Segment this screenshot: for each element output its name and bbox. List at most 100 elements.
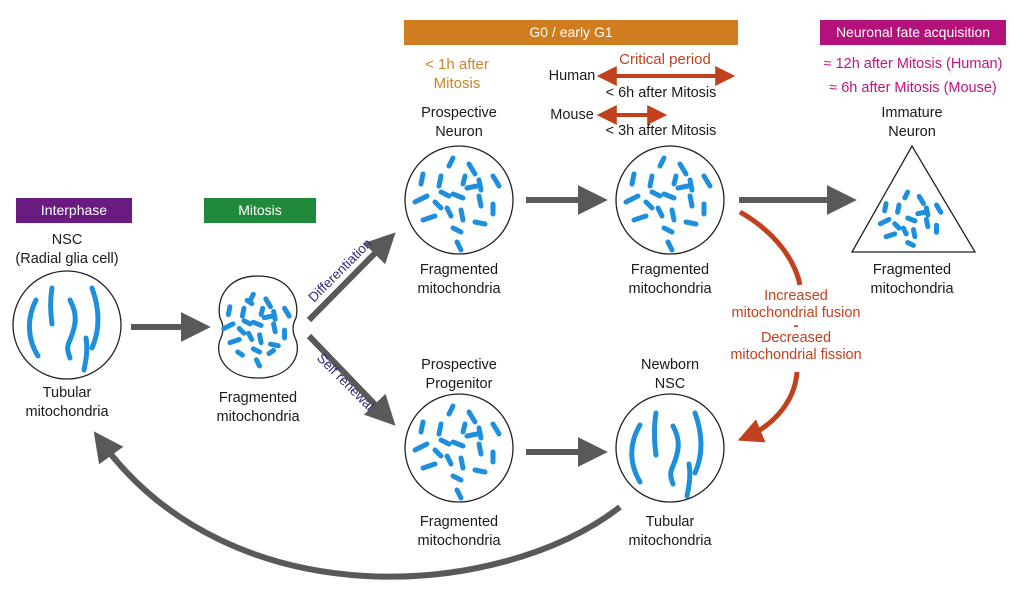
prospective-progenitor-title-line1: Prospective: [421, 357, 497, 373]
mitotic-caption-line1: Fragmented: [218, 390, 298, 406]
mitochondrion-fragment: [266, 347, 277, 357]
immature-neuron-caption-line1: Fragmented: [872, 262, 952, 278]
mitochondrion-fragment: [476, 193, 484, 209]
mitochondrion-fragment: [412, 441, 430, 453]
mitochondrion-fragment: [669, 207, 677, 223]
fusion-note-line1: Increased: [764, 288, 828, 304]
mitochondrion-fragment: [418, 419, 426, 435]
mitochondrion-fragment: [436, 173, 444, 189]
mitochondrion-fragment: [263, 296, 273, 310]
mitochondrion-fragment: [412, 193, 430, 205]
mitochondrion-fragment: [420, 213, 438, 223]
early-timing: < 1h after Mitosis: [425, 55, 489, 93]
mitochondrion-fragment: [905, 239, 916, 248]
human-label: Human: [548, 68, 596, 84]
mitochondrion-fragment: [454, 239, 464, 253]
neuron-g1-caption-line2: mitochondria: [628, 281, 712, 297]
phase-interphase: Interphase: [16, 198, 132, 223]
mitochondrion-fragment: [241, 318, 253, 327]
mitochondrion-fragment: [649, 189, 663, 199]
immature-neuron-caption-line2: mitochondria: [870, 281, 954, 297]
mitochondrion-fragment: [933, 202, 944, 215]
prospective-neuron-title: Prospective Neuron: [421, 104, 497, 142]
mitochondrion-fragment: [236, 326, 247, 336]
nsc-title-line1: NSC: [51, 232, 83, 248]
mitochondrion-fragment: [892, 221, 902, 231]
arrow-differentiation: [306, 232, 396, 323]
mitochondrion-fragment: [250, 346, 263, 355]
nsc-caption-line2: mitochondria: [25, 404, 109, 420]
immature-neuron-cell: [850, 144, 977, 253]
nsc-caption-line1: Tubular: [42, 385, 92, 401]
early-timing-line1: < 1h after: [425, 56, 489, 73]
mitochondrion-fragment: [661, 191, 677, 201]
mitochondrion-fragment: [244, 297, 255, 307]
fusion-note-separator: -: [793, 318, 799, 334]
prospective-neuron-caption: Fragmented mitochondria: [417, 261, 500, 299]
mitochondrion-fragment: [647, 173, 655, 189]
mitochondrion-fragment: [677, 161, 689, 177]
mitochondrion-fragment: [450, 473, 464, 483]
mouse-label: Mouse: [550, 107, 594, 123]
immature-neuron-title: Immature Neuron: [881, 104, 942, 142]
newborn-nsc-caption-line1: Tubular: [645, 514, 695, 530]
nsc-caption: Tubular mitochondria: [25, 384, 108, 422]
mitochondrion-fragment: [655, 205, 665, 219]
mitochondrion-fragment: [253, 357, 263, 369]
mitochondrion-fragment: [910, 227, 918, 240]
fragmented-mitochondria-immature-neuron: [877, 189, 944, 248]
mitochondrion-fragment: [687, 193, 695, 209]
mitochondrion-fragment: [239, 305, 247, 319]
nsc-title: NSC (Radial glia cell): [15, 231, 118, 269]
mitochondrion-fragment: [476, 441, 484, 457]
mitochondrion-fragment: [905, 215, 918, 224]
arrow-return-to-nsc: [93, 431, 622, 580]
fusion-note-line2: mitochondrial fusion: [731, 305, 861, 321]
mitochondrion-fragment: [271, 321, 278, 335]
fusion-curve-lower: [737, 371, 800, 443]
fusion-fission-note: Increased mitochondrial fusion - Decreas…: [730, 288, 861, 364]
mitochondrion-fragment: [432, 199, 444, 211]
mitochondrion-fragment: [250, 319, 264, 328]
human-time: < 6h after Mitosis: [605, 85, 717, 101]
neuron-g1-caption: Fragmented mitochondria: [628, 261, 711, 299]
mitochondrion-fragment: [466, 161, 478, 177]
mitochondrion-fragment: [227, 336, 242, 346]
fate-mouse-time: ≈ 6h after Mitosis (Mouse): [829, 80, 997, 96]
arrow-self-renewal: [306, 333, 396, 426]
mitochondrion-fragment: [450, 191, 466, 201]
mitochondrion-fragment: [915, 209, 928, 217]
mitochondrion-fragment: [895, 202, 902, 215]
mitochondrion-fragment: [683, 219, 699, 227]
phase-neuronal-fate: Neuronal fate acquisition: [820, 20, 1006, 45]
phase-mitosis: Mitosis: [204, 198, 316, 223]
mitochondrion-fragment: [490, 421, 502, 437]
fusion-note-line3: Decreased: [760, 330, 832, 346]
mitochondrion-fragment: [623, 193, 641, 205]
mitochondrion-fragment: [877, 216, 892, 227]
mitochondrion-fragment: [418, 171, 426, 187]
mitochondrion-fragment: [458, 455, 466, 471]
mitochondrion-fragment: [665, 239, 675, 253]
mitochondrion-fragment: [282, 305, 292, 319]
mitochondrion-fragment: [472, 219, 488, 227]
mitochondrion-fragment: [436, 421, 444, 437]
fusion-note-line4: mitochondrial fission: [730, 347, 862, 363]
mitochondrion-fragment: [464, 431, 480, 439]
neuron-g1-caption-line1: Fragmented: [630, 262, 710, 278]
mitochondrion-fragment: [444, 453, 454, 467]
mitochondrion-fragment: [460, 173, 468, 187]
prospective-neuron-title-line2: Neuron: [435, 124, 483, 140]
mitochondrion-fragment: [687, 177, 695, 193]
mitochondrion-fragment: [490, 173, 502, 189]
fate-human-time: ≈ 12h after Mitosis (Human): [823, 56, 1003, 72]
mitochondrion-fragment: [675, 183, 691, 191]
mitochondrion-fragment: [882, 201, 889, 214]
newborn-nsc-title-line1: Newborn: [640, 357, 700, 373]
mitochondrion-fragment: [661, 225, 675, 235]
newborn-nsc-caption-line2: mitochondria: [628, 533, 712, 549]
prospective-progenitor-caption-line2: mitochondria: [417, 533, 501, 549]
fusion-curve-upper: [738, 209, 803, 286]
